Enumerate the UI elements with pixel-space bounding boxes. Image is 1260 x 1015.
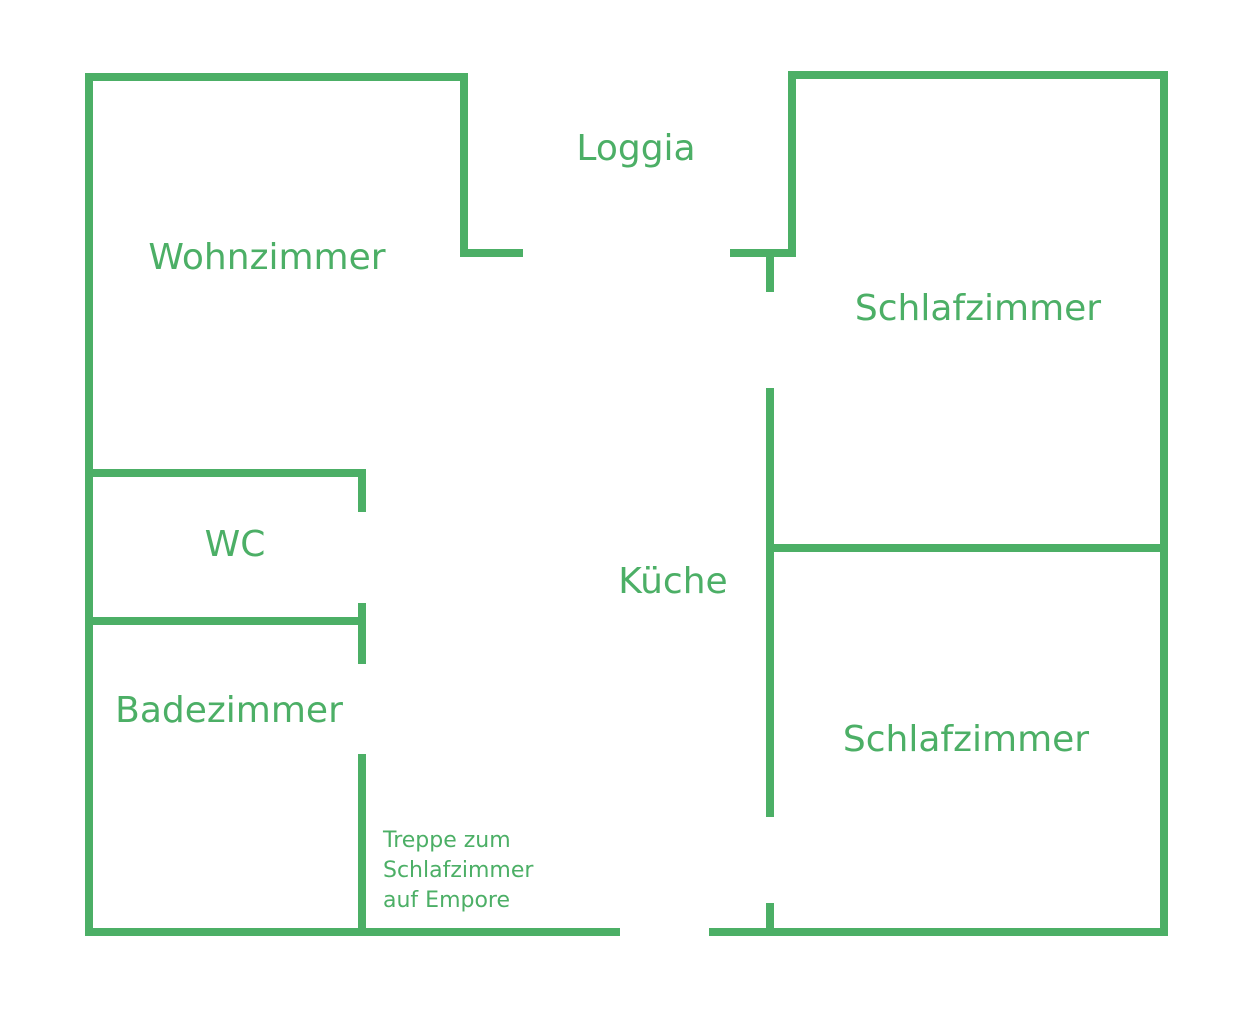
walls (85, 71, 1168, 936)
stairs-note-line-3: auf Empore (383, 888, 510, 913)
room-label-wc: WC (205, 524, 266, 565)
room-label-schlafzimmer-bottom: Schlafzimmer (843, 719, 1089, 760)
room-label-badezimmer: Badezimmer (115, 690, 343, 731)
stairs-note-line-1: Treppe zum (382, 828, 511, 853)
stairs-note-line-2: Schlafzimmer (383, 858, 534, 883)
room-label-kueche: Küche (618, 561, 727, 602)
room-label-schlafzimmer-top: Schlafzimmer (855, 288, 1101, 329)
room-label-loggia: Loggia (576, 128, 695, 169)
room-labels: Loggia Wohnzimmer Schlafzimmer WC Küche … (115, 128, 1101, 760)
stairs-note: Treppe zum Schlafzimmer auf Empore (382, 828, 534, 913)
room-label-wohnzimmer: Wohnzimmer (148, 237, 385, 278)
